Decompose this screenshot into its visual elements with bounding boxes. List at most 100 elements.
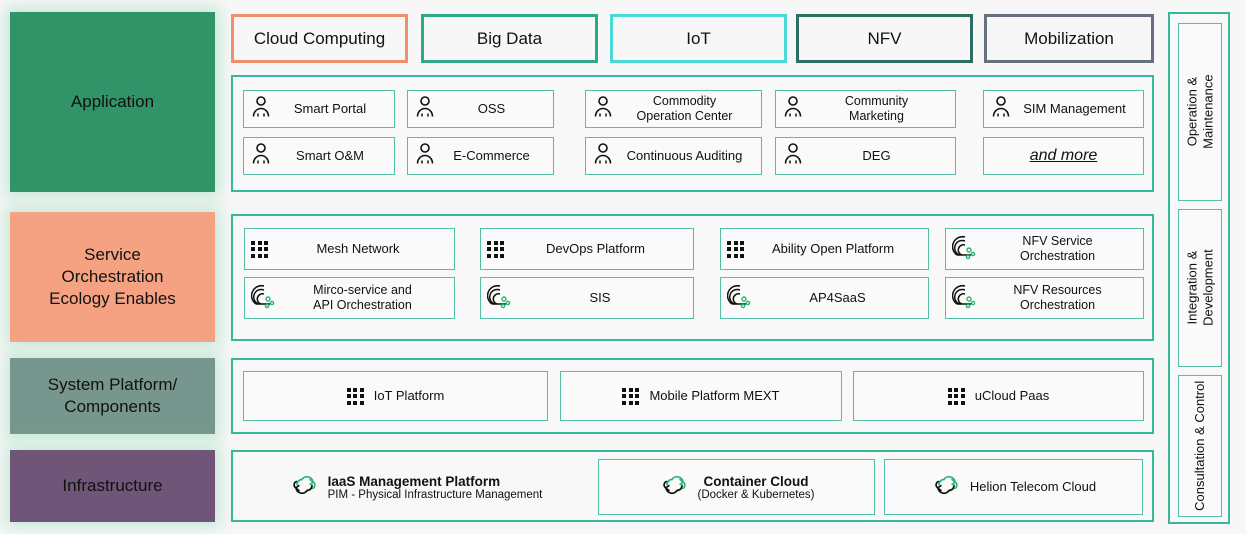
svc-item-nfv-resources-orchestration[interactable]: NFV Resources Orchestration xyxy=(945,277,1144,319)
app-item-e-commerce[interactable]: E-Commerce xyxy=(407,137,554,175)
sb0-line2: Maintenance xyxy=(1200,74,1216,150)
infra-item-helion-telecom-cloud[interactable]: Helion Telecom Cloud xyxy=(884,459,1143,515)
grid-dots-icon xyxy=(487,240,504,258)
right-sidebar: Operation & Maintenance Integration & De… xyxy=(1168,12,1230,524)
app-item-community-marketing[interactable]: Community Marketing xyxy=(775,90,956,128)
layer-label-application: Application xyxy=(10,12,215,192)
app-item-community-marketing-label: Community Marketing xyxy=(804,94,949,124)
app-item-sim-management-label: SIM Management xyxy=(1023,101,1126,117)
app-item-and-more[interactable]: and more xyxy=(983,137,1144,175)
layer-label-service: Service Orchestration Ecology Enables xyxy=(10,212,215,342)
sys-item-iot-platform[interactable]: IoT Platform xyxy=(243,371,548,421)
svc-item-micro-service-api-orchestration[interactable]: Mirco-service and API Orchestration xyxy=(244,277,455,319)
micro-line2: API Orchestration xyxy=(313,298,412,312)
orchestration-arcs-icon xyxy=(250,283,277,314)
infrastructure-group-panel: IaaS Management Platform PIM - Physical … xyxy=(231,450,1154,522)
community-line1: Community xyxy=(844,94,909,109)
infra-item-iaas-subtitle: PIM - Physical Infrastructure Management xyxy=(327,488,543,501)
app-item-oss-label: OSS xyxy=(477,101,506,117)
svc-item-ability-open-platform-label: Ability Open Platform xyxy=(771,241,895,257)
orchestration-arcs-icon xyxy=(726,283,753,314)
sb1-line2: Development xyxy=(1200,249,1216,327)
svc-item-nfv-service-orchestration-label: NFV Service Orchestration xyxy=(978,234,1137,264)
orchestration-arcs-icon xyxy=(951,234,978,265)
sys-item-ucloud-paas-label: uCloud Paas xyxy=(974,388,1050,404)
micro-line1: Mirco-service and xyxy=(313,283,412,298)
svc-item-mesh-network[interactable]: Mesh Network xyxy=(244,228,455,270)
svc-line2: Orchestration xyxy=(61,267,164,287)
app-item-oss[interactable]: OSS xyxy=(407,90,554,128)
grid-dots-icon xyxy=(346,387,364,405)
svc-item-nfv-service-orchestration[interactable]: NFV Service Orchestration xyxy=(945,228,1144,270)
application-group-panel: Smart Portal OSS Commodity Operation Cen… xyxy=(231,75,1154,192)
sys-line1: System Platform/ xyxy=(47,375,178,395)
svc-item-nfv-resources-orchestration-label: NFV Resources Orchestration xyxy=(978,283,1137,313)
person-icon xyxy=(782,142,804,171)
svc-item-ap4saas-label: AP4SaaS xyxy=(809,290,866,306)
infra-item-iaas-text: IaaS Management Platform PIM - Physical … xyxy=(328,474,543,501)
person-icon xyxy=(592,95,614,124)
app-item-smart-portal[interactable]: Smart Portal xyxy=(243,90,395,128)
cloud-cycle-icon xyxy=(659,471,689,504)
app-item-sim-management[interactable]: SIM Management xyxy=(983,90,1144,128)
person-icon xyxy=(414,95,436,124)
service-group-panel: Mesh Network DevOps Platform Ability Ope… xyxy=(231,214,1154,341)
app-item-commodity-operation-center-label: Commodity Operation Center xyxy=(614,94,755,124)
app-item-deg[interactable]: DEG xyxy=(775,137,956,175)
sys-item-mobile-platform-mext[interactable]: Mobile Platform MEXT xyxy=(560,371,842,421)
sb1-line1: Integration & xyxy=(1184,251,1200,325)
person-icon xyxy=(990,95,1012,124)
tab-big-data-label: Big Data xyxy=(476,28,543,48)
person-icon xyxy=(250,142,272,171)
nfv-res-line1: NFV Resources xyxy=(1013,283,1102,298)
svc-item-ap4saas[interactable]: AP4SaaS xyxy=(720,277,929,319)
person-icon xyxy=(782,95,804,124)
sidebar-panel-operation-maintenance-label: Operation & Maintenance xyxy=(1184,75,1215,149)
svc-item-devops-platform[interactable]: DevOps Platform xyxy=(480,228,694,270)
svc-item-sis[interactable]: SIS xyxy=(480,277,694,319)
infra-item-container-cloud[interactable]: Container Cloud (Docker & Kubernetes) xyxy=(598,459,875,515)
cloud-cycle-icon xyxy=(289,471,319,504)
tab-mobilization[interactable]: Mobilization xyxy=(984,14,1154,63)
sidebar-panel-integration-development-label: Integration & Development xyxy=(1184,250,1215,327)
svc-line1: Service xyxy=(84,245,141,265)
tab-cloud-computing[interactable]: Cloud Computing xyxy=(231,14,408,63)
tab-big-data[interactable]: Big Data xyxy=(421,14,598,63)
sidebar-panel-consultation-control[interactable]: Consultation & Control xyxy=(1178,375,1222,517)
svc-item-sis-label: SIS xyxy=(589,290,611,306)
system-group-panel: IoT Platform Mobile Platform MEXT uCloud… xyxy=(231,358,1154,434)
sidebar-panel-consultation-control-label: Consultation & Control xyxy=(1192,380,1208,512)
infra-item-iaas-management-platform[interactable]: IaaS Management Platform PIM - Physical … xyxy=(243,453,588,521)
app-item-e-commerce-label: E-Commerce xyxy=(453,148,530,164)
sidebar-panel-operation-maintenance[interactable]: Operation & Maintenance xyxy=(1178,23,1222,201)
infra-item-iaas-title: IaaS Management Platform xyxy=(327,473,501,489)
sys-item-ucloud-paas[interactable]: uCloud Paas xyxy=(853,371,1144,421)
sys-item-iot-platform-label: IoT Platform xyxy=(373,388,445,404)
layer-label-service-text: Service Orchestration Ecology Enables xyxy=(49,244,176,309)
layer-label-application-text: Application xyxy=(70,92,155,112)
app-item-continuous-auditing[interactable]: Continuous Auditing xyxy=(585,137,762,175)
app-item-deg-label: DEG xyxy=(862,148,891,164)
app-item-continuous-auditing-label: Continuous Auditing xyxy=(626,148,743,164)
svc-item-devops-platform-label: DevOps Platform xyxy=(546,241,645,257)
person-icon xyxy=(414,142,436,171)
infra-item-container-subtitle: (Docker & Kubernetes) xyxy=(697,488,815,501)
nfv-svc-line2: Orchestration xyxy=(1019,249,1096,263)
commodity-line1: Commodity xyxy=(652,94,717,109)
layer-label-system-text: System Platform/ Components xyxy=(48,374,177,418)
layer-label-system: System Platform/ Components xyxy=(10,358,215,434)
tab-nfv[interactable]: NFV xyxy=(796,14,973,63)
app-item-smart-om-label: Smart O&M xyxy=(296,148,364,164)
infra-item-container-text: Container Cloud (Docker & Kubernetes) xyxy=(698,474,815,501)
app-item-smart-om[interactable]: Smart O&M xyxy=(243,137,395,175)
orchestration-arcs-icon xyxy=(951,283,978,314)
layer-label-infrastructure: Infrastructure xyxy=(10,450,215,522)
person-icon xyxy=(592,142,614,171)
tab-iot-label: IoT xyxy=(686,28,711,48)
layer-label-infrastructure-text: Infrastructure xyxy=(62,476,163,496)
app-item-commodity-operation-center[interactable]: Commodity Operation Center xyxy=(585,90,762,128)
svc-item-ability-open-platform[interactable]: Ability Open Platform xyxy=(720,228,929,270)
sidebar-panel-integration-development[interactable]: Integration & Development xyxy=(1178,209,1222,367)
tab-iot[interactable]: IoT xyxy=(610,14,787,63)
sys-line2: Components xyxy=(64,397,161,416)
